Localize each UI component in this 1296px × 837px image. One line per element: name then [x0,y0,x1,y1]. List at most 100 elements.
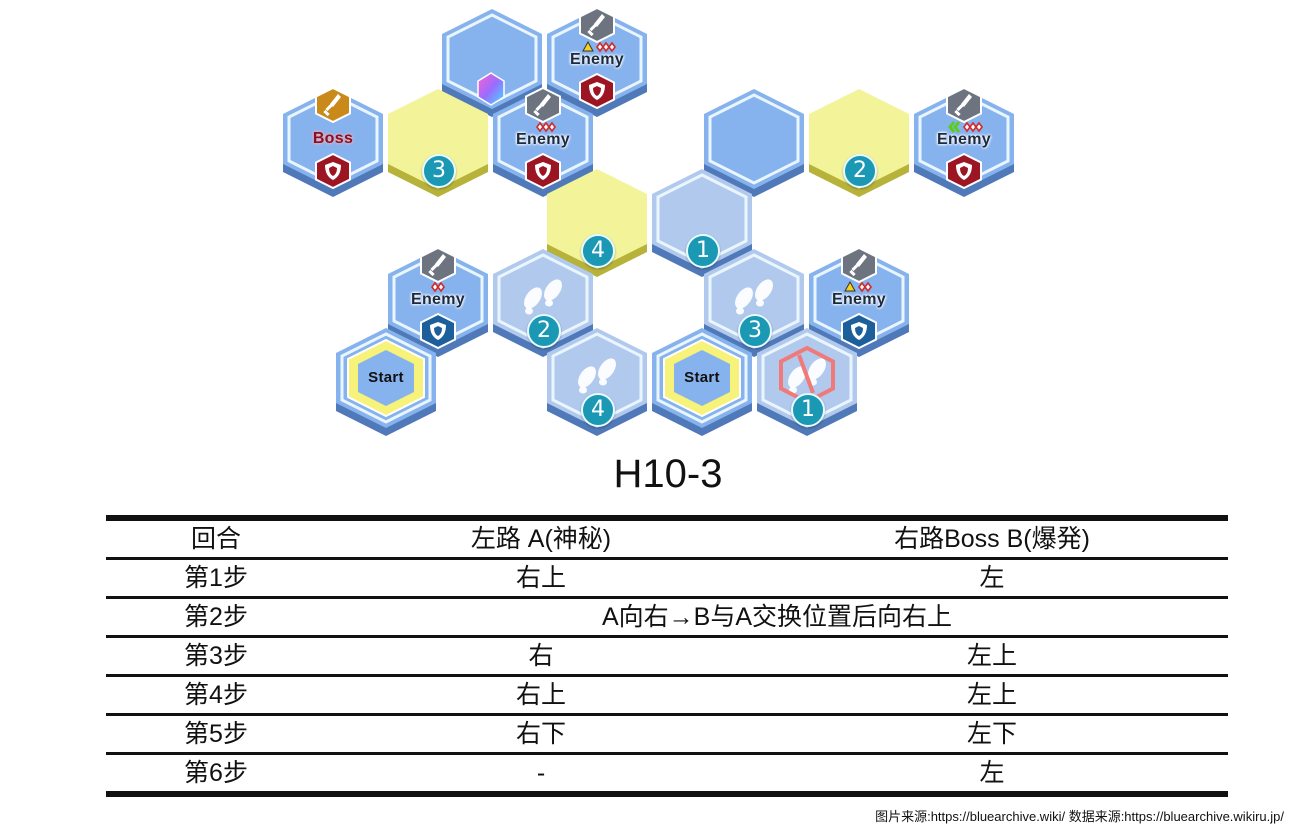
yellow-tile[interactable]: 4 [545,168,649,278]
table-row: 第2步 A向右→B与A交换位置后向右上 [106,597,1228,638]
move-order-badge: 3 [422,154,456,188]
enemy-label: Enemy [411,291,465,308]
stage-title: H10-3 [613,452,723,496]
shield-icon [315,152,351,190]
boss-sword-badge-icon [315,86,351,124]
route-table: 回合 左路 A(神秘) 右路Boss B(爆発) 第1步 右上 左 第2步 A向… [106,515,1228,797]
footstep-tile[interactable]: 3 [702,248,806,358]
hex-shape [283,86,383,197]
armor-diamond-icon [431,281,445,293]
shield-icon [420,312,456,350]
warning-icon [582,40,594,52]
move-order-badge: 1 [686,234,720,268]
hex-shape [809,89,909,197]
hex-shape [493,249,593,357]
armor-diamond-icon [596,41,616,53]
enemy-label: Enemy [570,51,624,68]
hex-shape [547,6,647,117]
left-move-cell: 右上 [326,675,756,716]
right-move-cell: 左下 [756,714,1228,755]
step-cell: 第2步 [106,597,326,638]
boss-tile[interactable]: Boss [281,86,385,198]
step-cell: 第1步 [106,558,326,599]
hex-shape [547,328,647,436]
enemy-tile[interactable]: Enemy [807,246,911,358]
hex-shape [757,328,857,436]
armor-diamond-icon [858,281,872,293]
shield-icon [579,72,615,110]
left-move-cell: - [536,759,546,787]
table-row: 第3步 右 左上 [106,636,1228,677]
left-move-cell: 右下 [326,714,756,755]
step-cell: 第6步 [184,759,248,787]
header-turn: 回合 [106,518,326,560]
hex-tile[interactable] [440,8,544,118]
speed-chevron-icon [948,121,961,133]
sword-badge-icon [841,246,877,284]
hex-shape [442,9,542,117]
step-cell: 第3步 [106,636,326,677]
start-tile[interactable]: Start [334,327,438,437]
header-right-route: 右路Boss B(爆発) [756,518,1228,560]
table-row: 第6步 - 左 [106,754,1228,795]
hex-shape [704,89,804,197]
move-order-badge: 4 [581,234,615,268]
table-row: 第4步 右上 左上 [106,675,1228,716]
start-tile[interactable]: Start [650,327,754,437]
armor-diamond-icon [536,121,556,133]
footsteps-icon [524,279,562,315]
table-row: 第1步 右上 左 [106,558,1228,599]
shield-icon [946,152,982,190]
enemy-tile[interactable]: Enemy [912,86,1016,198]
right-move-cell: 左上 [756,675,1228,716]
hex-shape [652,169,752,277]
hex-shape [388,246,488,357]
sword-badge-icon [579,6,615,44]
hex-tile[interactable]: 1 [650,168,754,278]
enemy-tile[interactable]: Enemy [386,246,490,358]
enemy-label: Enemy [832,291,886,308]
stage-map: Enemy Boss 3 Enemy 2 Enemy 4 1 Enemy 2 3… [281,6,1016,437]
warning-icon [844,280,856,292]
source-credit: 图片来源:https://bluearchive.wiki/ 数据来源:http… [875,809,1284,824]
armor-diamond-icon [963,121,983,133]
move-order-badge: 2 [527,314,561,348]
move-order-badge: 4 [581,393,615,427]
right-move-cell: 左 [756,558,1228,599]
enemy-label: Enemy [516,131,570,148]
step-cell: 第5步 [106,714,326,755]
shield-icon [525,152,561,190]
sword-badge-icon [420,246,456,284]
yellow-tile[interactable]: 2 [807,88,911,198]
hex-shape [914,86,1014,197]
blocked-footstep-tile[interactable]: 1 [755,327,859,437]
footsteps-icon [578,358,616,394]
move-order-badge: 2 [843,154,877,188]
start-label: Start [684,369,720,386]
hex-tile[interactable] [702,88,806,198]
table-header-row: 回合 左路 A(神秘) 右路Boss B(爆発) [106,518,1228,560]
enemy-tile[interactable]: Enemy [491,86,595,198]
hex-shape [547,169,647,277]
boss-label: Boss [312,130,354,147]
merged-move-cell: A向右→B与A交换位置后向右上 [326,597,1228,638]
enemy-label: Enemy [937,131,991,148]
right-move-cell: 左 [979,759,1005,787]
hex-shape [652,328,752,436]
enemy-tile[interactable]: Enemy [545,6,649,118]
table-row: 第5步 右下 左下 [106,714,1228,755]
sword-badge-icon [525,86,561,124]
hex-shape [809,246,909,357]
shield-icon [841,312,877,350]
move-order-badge: 3 [738,314,772,348]
yellow-tile[interactable]: 3 [386,88,490,198]
hex-shape [493,86,593,197]
hex-shape [388,89,488,197]
footstep-tile[interactable]: 2 [491,248,595,358]
footstep-tile[interactable]: 4 [545,327,649,437]
start-label: Start [368,369,404,386]
sword-badge-icon [946,86,982,124]
hex-shape [336,328,436,436]
footsteps-icon [735,279,773,315]
step-cell: 第4步 [106,675,326,716]
